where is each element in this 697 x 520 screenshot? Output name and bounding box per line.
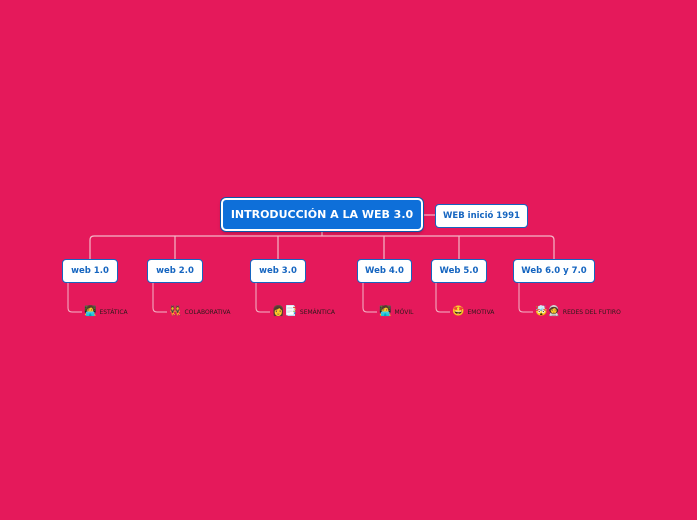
subtopic-label: REDES DEL FUTIRO	[562, 308, 621, 316]
branch-web-2[interactable]: web 2.0	[147, 259, 203, 283]
connector-sub-2	[152, 283, 167, 313]
subtopic-colaborativa[interactable]: 👯 COLABORATIVA	[169, 305, 231, 319]
subtopic-label: SEMÁNTICA	[299, 308, 336, 316]
branch-web-5[interactable]: Web 5.0	[431, 259, 487, 283]
branch-web-3[interactable]: web 3.0	[250, 259, 306, 283]
technologist-emoji-icon: 🧑‍💻	[379, 306, 392, 317]
subtopic-label: ESTÁTICA	[99, 308, 128, 316]
connector-sub-4	[362, 283, 377, 313]
connector-sub-1	[67, 283, 82, 313]
branch-web-6-7[interactable]: Web 6.0 y 7.0	[513, 259, 595, 283]
subtopic-label: EMOTIVA	[467, 308, 495, 316]
connector-sub-3	[255, 283, 270, 313]
subtopic-redes-del-futuro[interactable]: 🤯🧑‍🚀 REDES DEL FUTIRO	[535, 305, 621, 319]
subtopic-movil[interactable]: 🧑‍💻 MÓVIL	[379, 305, 413, 319]
subtopic-label: COLABORATIVA	[184, 308, 231, 316]
star-struck-emoji-icon: 🤩	[452, 306, 465, 317]
connector-sub-6	[518, 283, 533, 313]
subtopic-semantica[interactable]: 👩📑 SEMÁNTICA	[272, 305, 335, 319]
exploding-head-astronaut-emoji-icon: 🤯🧑‍🚀	[535, 306, 560, 317]
branch-web-1[interactable]: web 1.0	[62, 259, 118, 283]
connector-bar	[89, 235, 555, 259]
central-topic[interactable]: INTRODUCCIÓN A LA WEB 3.0	[221, 198, 423, 231]
people-emoji-icon: 👯	[169, 306, 182, 317]
floating-topic[interactable]: WEB inició 1991	[435, 204, 528, 228]
subtopic-emotiva[interactable]: 🤩 EMOTIVA	[452, 305, 494, 319]
technologist-emoji-icon: 👩‍💻	[84, 306, 97, 317]
subtopic-estatica[interactable]: 👩‍💻 ESTÁTICA	[84, 305, 128, 319]
subtopic-label: MÓVIL	[394, 308, 414, 316]
woman-document-emoji-icon: 👩📑	[272, 306, 297, 317]
branch-web-4[interactable]: Web 4.0	[357, 259, 412, 283]
connector-sub-5	[435, 283, 450, 313]
